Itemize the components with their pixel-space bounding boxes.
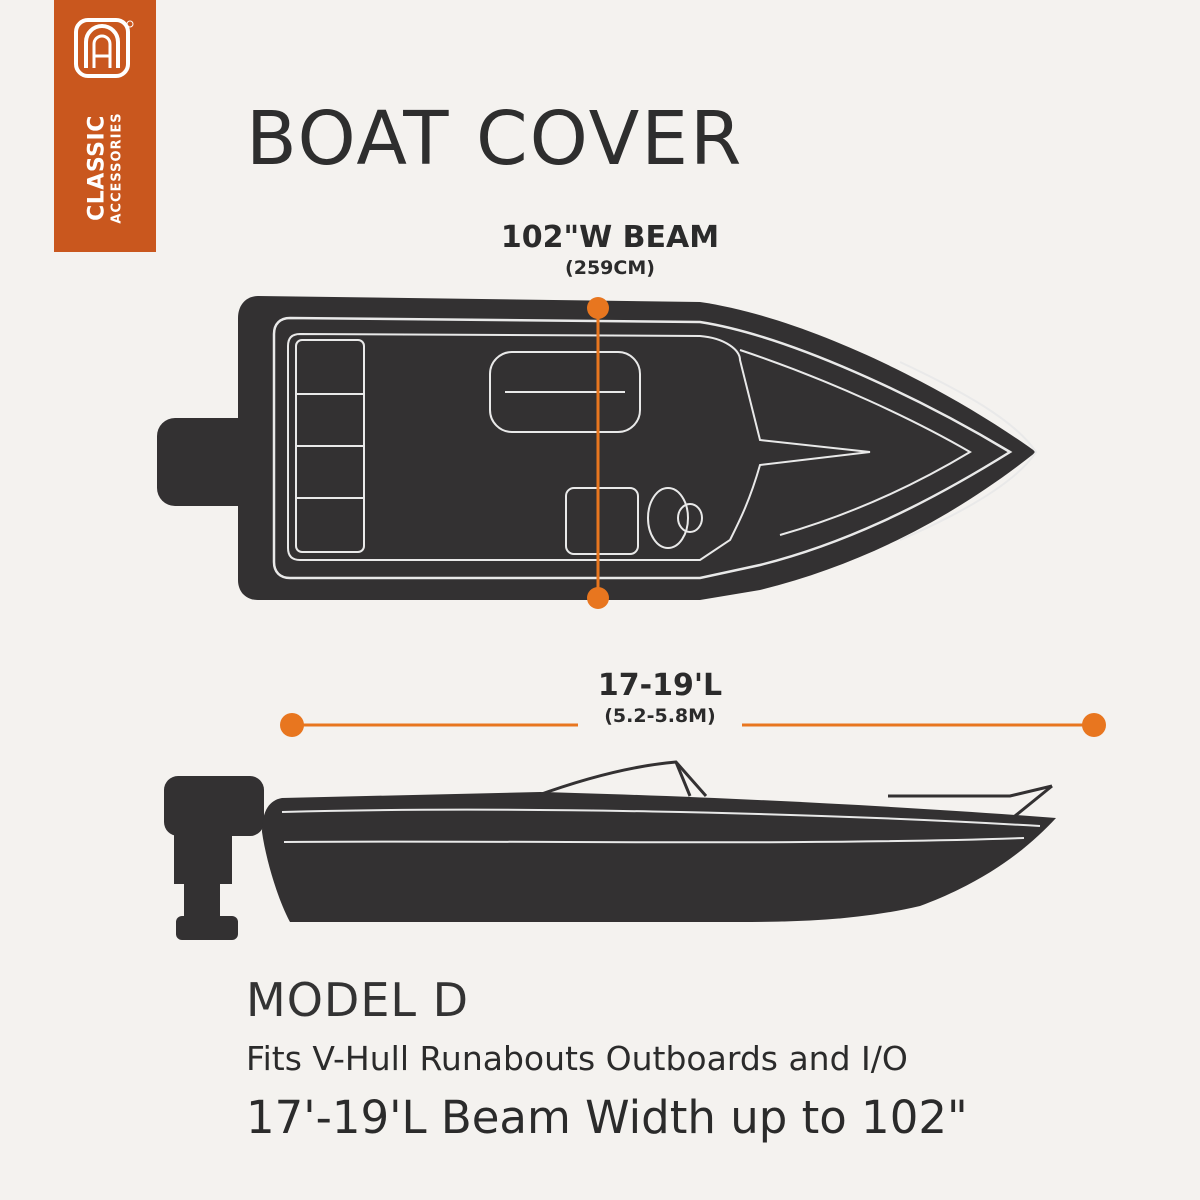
ca-logo-icon [74,18,134,78]
outboard-motor-side [164,776,264,940]
hull-stripe-bottom [283,837,1025,844]
fit-description: Fits V-Hull Runabouts Outboards and I/O [246,1039,908,1078]
size-specs: 17'-19'L Beam Width up to 102" [246,1091,968,1144]
windshield-side [535,760,1053,822]
windshield-top [899,361,1038,541]
model-name: MODEL D [246,973,470,1027]
beam-measure-start [587,297,609,319]
beam-width-label: 102"W BEAM [500,220,720,255]
beam-width-metric: (259CM) [565,257,655,279]
hull-stripe-top [281,808,1041,827]
front-seat [489,351,641,433]
gunwale-outline [272,316,1013,580]
length-label: 17-19'L [597,668,723,703]
outboard-motor-top [157,418,262,506]
rear-bench [295,339,365,553]
boat-side-view [164,713,1106,940]
hull-top [238,296,1036,600]
boat-top-view [157,296,1038,609]
length-measure-start [280,713,304,737]
beam-measure-end [587,587,609,609]
length-metric: (5.2-5.8M) [604,705,716,727]
hull-side [262,792,1056,922]
length-dimension: 17-19'L (5.2-5.8M) [560,668,760,728]
length-measure-end [1082,713,1106,737]
helm-seat [565,487,703,555]
page-title: BOAT COVER [246,96,744,182]
brand-tab: CLASSIC ACCESSORIES [54,0,156,252]
deck-line [739,349,972,536]
beam-dimension: 102"W BEAM (259CM) [460,220,760,280]
cockpit-outline [287,332,871,561]
